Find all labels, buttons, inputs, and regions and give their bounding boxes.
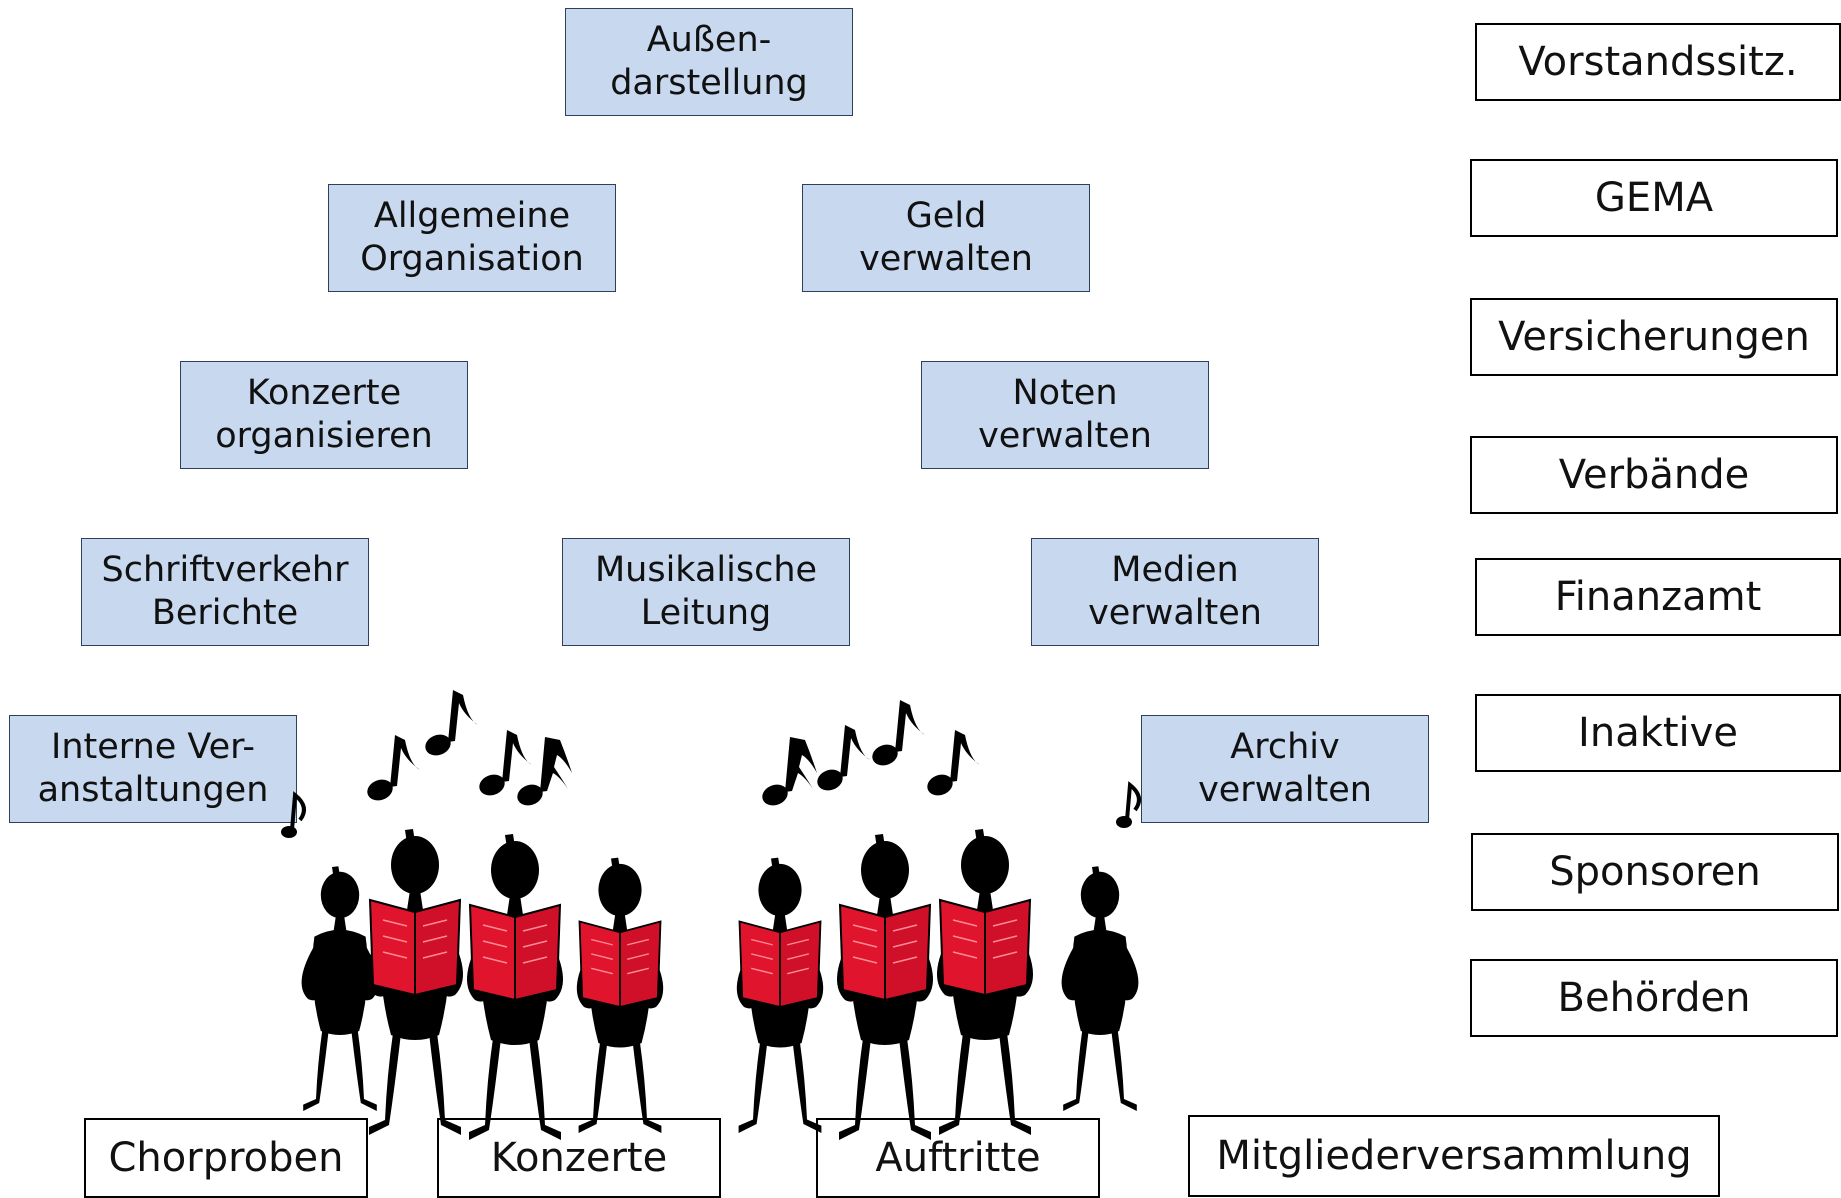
task-label-line: Berichte bbox=[151, 593, 299, 633]
music-note-icon bbox=[869, 700, 925, 769]
task-label-line: verwalten bbox=[1198, 770, 1372, 810]
singer-figure bbox=[576, 857, 664, 1133]
singer-figure bbox=[367, 829, 463, 1135]
partner-label: Behörden bbox=[1557, 974, 1751, 1021]
music-note-icon bbox=[422, 690, 478, 759]
task-label-line: Interne Ver- bbox=[51, 727, 255, 768]
task-label-line: Geld bbox=[905, 196, 987, 237]
activity-mitgliederversammlung: Mitgliederversammlung bbox=[1188, 1115, 1720, 1197]
task-label-line: organisieren bbox=[215, 416, 433, 456]
partner-label: Vorstandssitz. bbox=[1518, 38, 1798, 85]
singer-figure bbox=[1061, 866, 1139, 1111]
task-label-line: darstellung bbox=[610, 63, 808, 103]
activity-label: Auftritte bbox=[875, 1134, 1041, 1181]
partner-label: Verbände bbox=[1558, 451, 1750, 498]
task-label-line: verwalten bbox=[859, 239, 1033, 279]
music-note-icon bbox=[759, 737, 817, 809]
partner-versicherungen: Versicherungen bbox=[1470, 298, 1838, 376]
task-label-line: Außen- bbox=[646, 20, 772, 61]
music-note-icon bbox=[924, 730, 980, 799]
activity-auftritte: Auftritte bbox=[816, 1118, 1100, 1198]
task-aussendarstellung: Außen- darstellung bbox=[565, 8, 853, 116]
task-label-line: Organisation bbox=[360, 239, 584, 279]
task-label-line: Medien bbox=[1111, 550, 1239, 591]
music-note-icon bbox=[814, 725, 870, 794]
activity-label: Chorproben bbox=[108, 1134, 344, 1181]
partner-label: Finanzamt bbox=[1554, 573, 1762, 620]
task-musikalische-leitung: Musikalische Leitung bbox=[562, 538, 850, 646]
task-schriftverkehr-berichte: Schriftverkehr Berichte bbox=[81, 538, 369, 646]
partner-behoerden: Behörden bbox=[1470, 959, 1838, 1037]
music-note-icon bbox=[1125, 781, 1141, 821]
singing-choir-illustration bbox=[281, 690, 1141, 1140]
task-medien-verwalten: Medien verwalten bbox=[1031, 538, 1319, 646]
music-note-icon bbox=[514, 737, 572, 809]
activity-label: Mitgliederversammlung bbox=[1216, 1132, 1692, 1179]
music-note-icon bbox=[281, 826, 297, 838]
task-archiv-verwalten: Archiv verwalten bbox=[1141, 715, 1429, 823]
partner-label: GEMA bbox=[1594, 174, 1714, 221]
partner-label: Inaktive bbox=[1578, 709, 1738, 756]
task-label-line: anstaltungen bbox=[37, 770, 269, 810]
partner-verbaende: Verbände bbox=[1470, 436, 1838, 514]
singer-figure bbox=[467, 834, 563, 1140]
partner-gema: GEMA bbox=[1470, 159, 1838, 237]
task-label-line: Leitung bbox=[640, 593, 772, 633]
music-note-icon bbox=[364, 735, 420, 804]
activity-chorproben: Chorproben bbox=[84, 1118, 368, 1198]
partner-inaktive: Inaktive bbox=[1475, 694, 1841, 772]
task-label-line: verwalten bbox=[1088, 593, 1262, 633]
task-konzerte-organisieren: Konzerte organisieren bbox=[180, 361, 468, 469]
task-noten-verwalten: Noten verwalten bbox=[921, 361, 1209, 469]
task-label-line: Schriftverkehr bbox=[101, 550, 349, 591]
task-label-line: Noten bbox=[1012, 373, 1118, 414]
partner-sponsoren: Sponsoren bbox=[1471, 833, 1839, 911]
task-label-line: verwalten bbox=[978, 416, 1152, 456]
task-geld-verwalten: Geld verwalten bbox=[802, 184, 1090, 292]
task-label-line: Allgemeine bbox=[373, 196, 571, 237]
activity-label: Konzerte bbox=[490, 1134, 668, 1181]
music-note-icon bbox=[290, 791, 306, 831]
music-note-icon bbox=[1116, 816, 1132, 828]
task-label-line: Konzerte bbox=[246, 373, 402, 414]
task-label-line: Musikalische bbox=[594, 550, 818, 591]
singer-figure bbox=[301, 866, 379, 1111]
partner-finanzamt: Finanzamt bbox=[1475, 558, 1841, 636]
partner-label: Versicherungen bbox=[1498, 313, 1810, 360]
singer-figure bbox=[837, 834, 933, 1140]
partner-vorstandssitz: Vorstandssitz. bbox=[1475, 23, 1841, 101]
partner-label: Sponsoren bbox=[1549, 848, 1761, 895]
singer-figure bbox=[937, 829, 1033, 1135]
task-interne-veranstaltungen: Interne Ver- anstaltungen bbox=[9, 715, 297, 823]
singer-figure bbox=[736, 857, 824, 1133]
task-allgemeine-organisation: Allgemeine Organisation bbox=[328, 184, 616, 292]
task-label-line: Archiv bbox=[1230, 727, 1340, 768]
